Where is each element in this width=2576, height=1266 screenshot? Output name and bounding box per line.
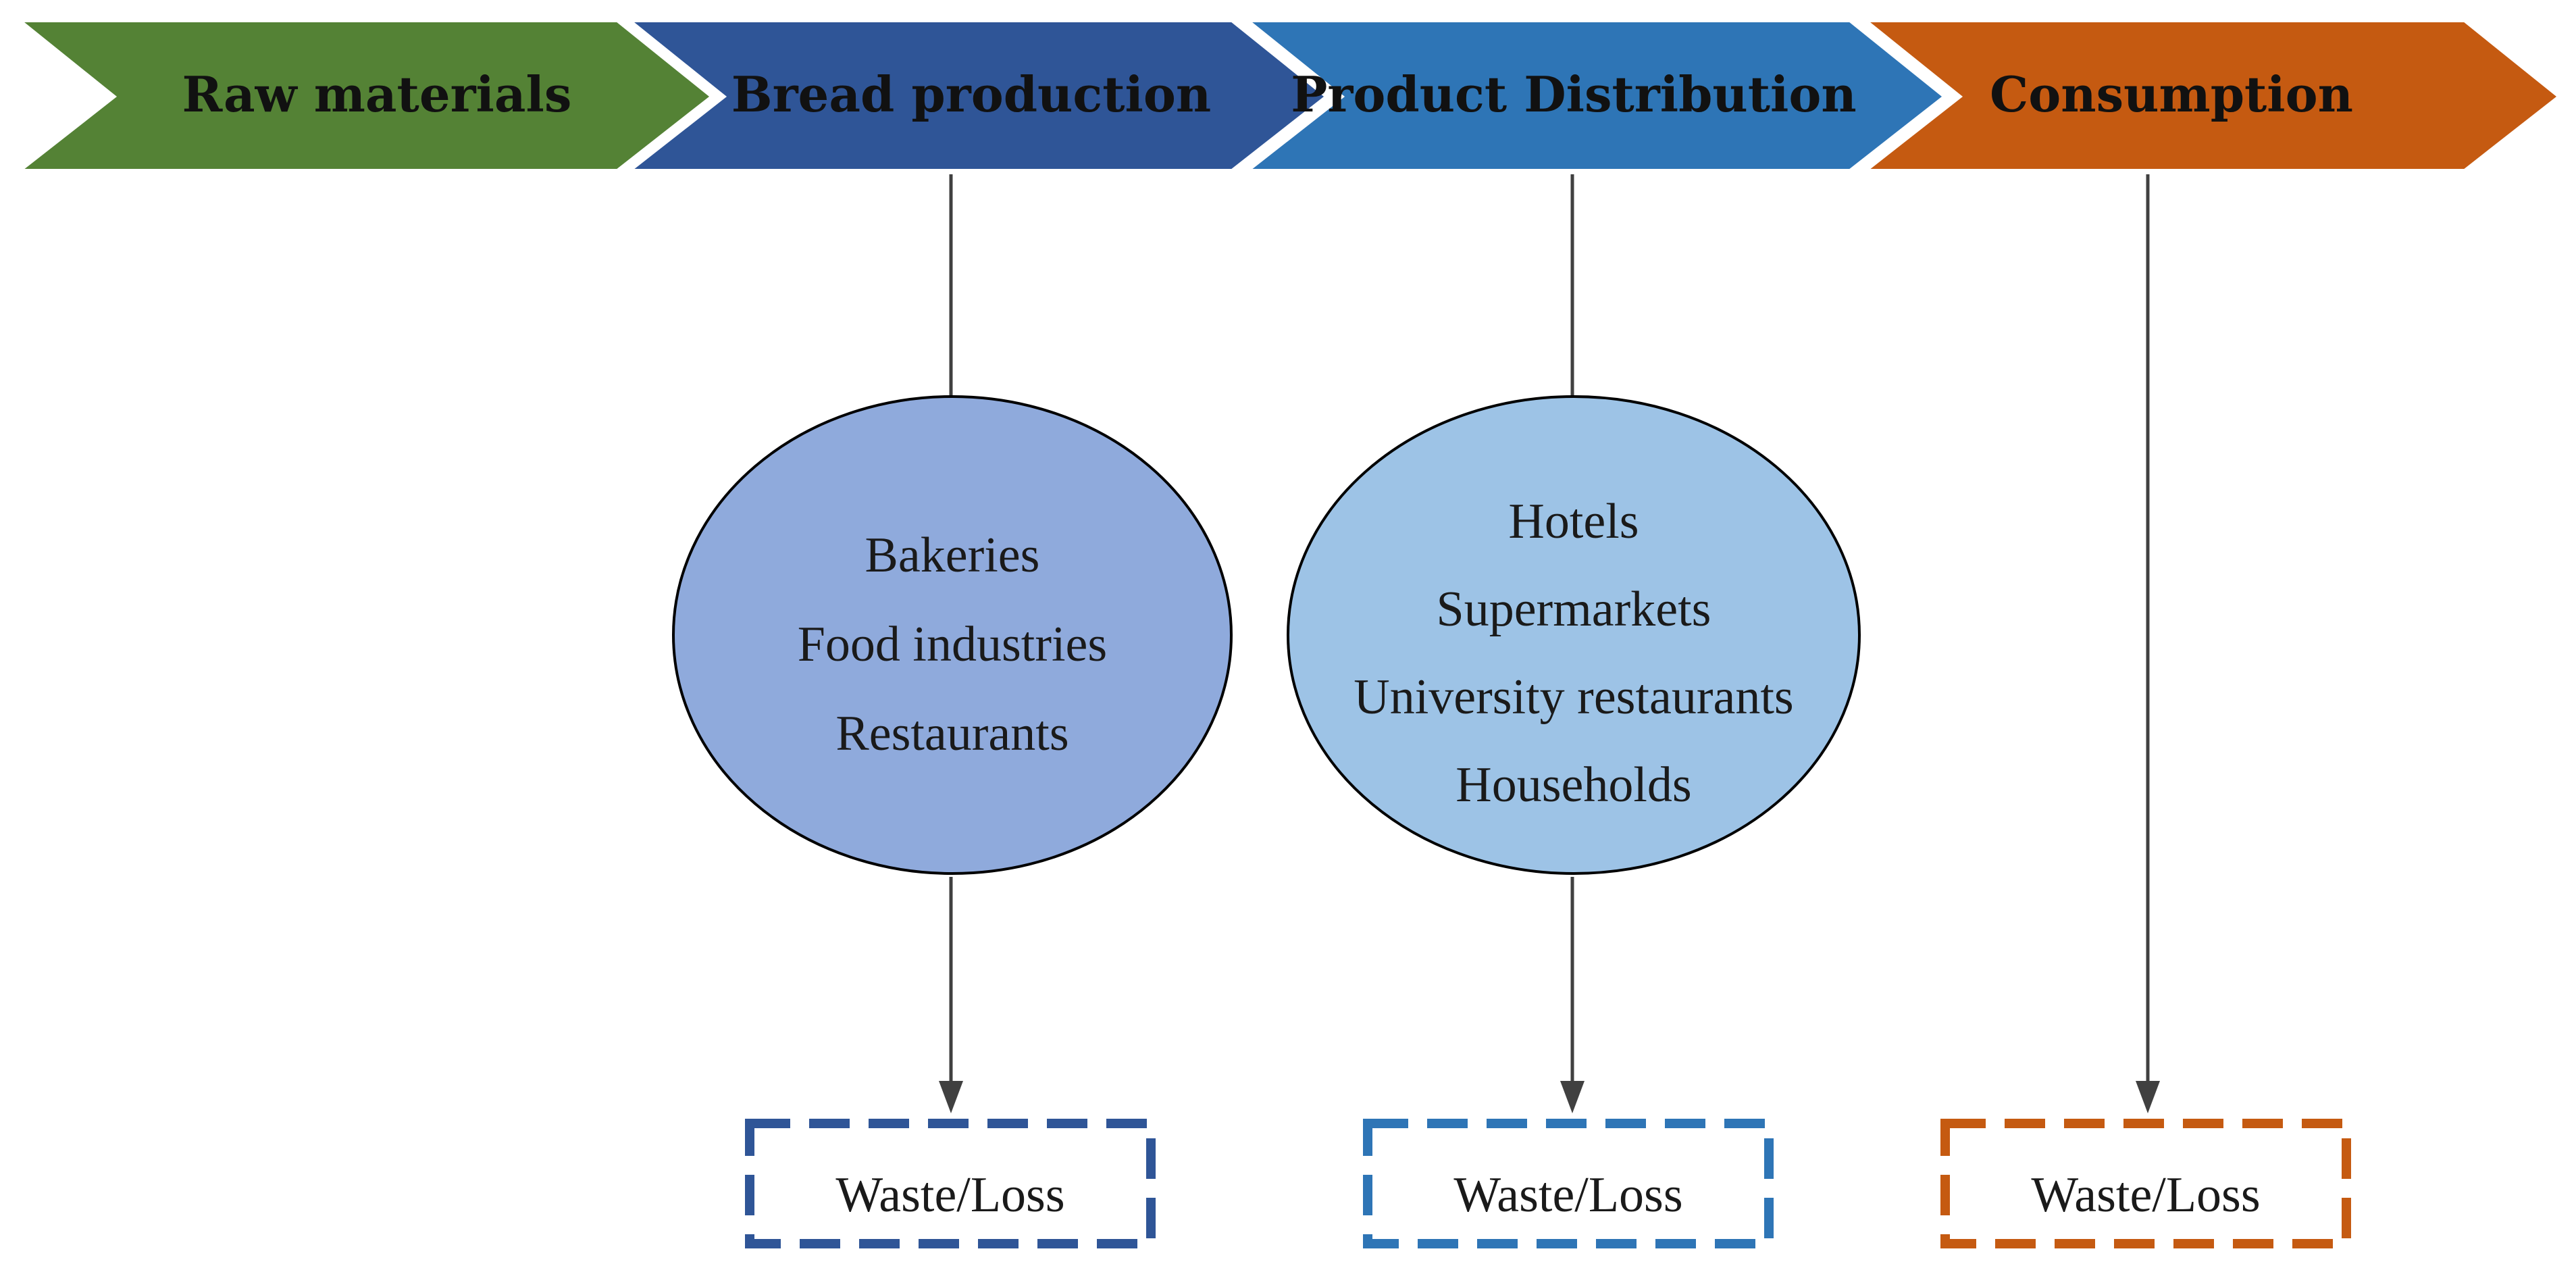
waste-label: Waste/Loss: [2031, 1167, 2260, 1223]
actor-food-industries: Food industries: [798, 617, 1107, 672]
stage-bread-production: Bread production: [615, 16, 1335, 176]
actors-ellipse: [1287, 395, 1861, 875]
bread-production-actors: Bakeries Food industries Restaurants: [672, 395, 1233, 875]
waste-label: Waste/Loss: [1453, 1167, 1682, 1223]
arrowhead-distribution-waste: [1560, 1081, 1585, 1113]
waste-box-consumption: Waste/Loss: [1940, 1119, 2351, 1248]
stage-label: Raw materials: [182, 66, 572, 123]
actors-ellipse: [672, 395, 1233, 875]
stage-product-distribution: Product Distribution: [1233, 16, 1953, 176]
stage-consumption: Consumption: [1851, 16, 2568, 176]
arrowhead-bread-waste: [939, 1081, 963, 1113]
stage-raw-materials: Raw materials: [5, 16, 721, 176]
chevron-shape: [615, 16, 1335, 176]
actor-supermarkets: Supermarkets: [1437, 582, 1711, 637]
connectors: [939, 174, 2160, 1113]
arrowhead-consumption-waste: [2136, 1081, 2160, 1113]
stage-label: Product Distribution: [1291, 66, 1857, 123]
waste-label: Waste/Loss: [835, 1167, 1064, 1223]
waste-box-border: [745, 1119, 1156, 1248]
waste-box-border: [1363, 1119, 1774, 1248]
actor-university-restaurants: University restaurants: [1354, 669, 1793, 725]
actor-bakeries: Bakeries: [865, 528, 1040, 583]
waste-box-border: [1940, 1119, 2351, 1248]
distribution-actors: Hotels Supermarkets University restauran…: [1287, 395, 1861, 875]
stage-label: Consumption: [1990, 66, 2353, 123]
waste-box-distribution: Waste/Loss: [1363, 1119, 1774, 1248]
stage-label: Bread production: [731, 66, 1211, 123]
chevron-shape: [1233, 16, 1953, 176]
actor-households: Households: [1456, 757, 1691, 813]
chevron-shape: [1851, 16, 2568, 176]
waste-box-bread: Waste/Loss: [745, 1119, 1156, 1248]
chevron-shape: [5, 16, 721, 176]
actor-restaurants: Restaurants: [835, 706, 1068, 761]
actor-hotels: Hotels: [1508, 494, 1639, 549]
